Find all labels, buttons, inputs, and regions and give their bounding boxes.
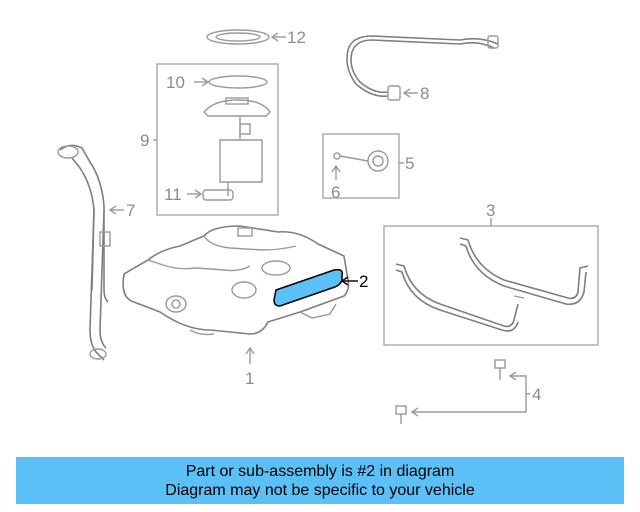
callout-4: 4 (532, 385, 541, 404)
part-9-fuel-pump-module: 9 10 11 (140, 63, 279, 216)
callout-6: 6 (331, 183, 340, 202)
part-1-fuel-tank: 1 (122, 225, 350, 388)
callout-9: 9 (140, 131, 149, 150)
callout-11: 11 (164, 185, 182, 204)
part-12-seal-ring: 12 (206, 28, 306, 47)
part-4-bolts: 4 (395, 359, 541, 424)
banner-line-1: Part or sub-assembly is #2 in diagram (185, 463, 455, 480)
info-banner: Part or sub-assembly is #2 in diagram Di… (16, 457, 624, 504)
part-5-6-assembly: 5 6 (322, 133, 414, 202)
part-7-filler-neck: 7 (57, 144, 135, 361)
callout-5: 5 (405, 154, 414, 173)
callout-2: 2 (359, 272, 368, 291)
part-3-tank-straps: 3 (383, 201, 599, 346)
callout-8: 8 (420, 84, 429, 103)
callout-1: 1 (245, 369, 254, 388)
banner-line-2: Diagram may not be specific to your vehi… (165, 482, 475, 499)
callout-10: 10 (166, 73, 185, 92)
callout-12: 12 (287, 28, 306, 47)
callout-7: 7 (126, 201, 135, 220)
part-2-tank-pad: 2 (273, 268, 368, 307)
part-2-highlight (273, 268, 344, 307)
part-8-fuel-line: 8 (346, 35, 499, 103)
callout-3: 3 (486, 201, 495, 220)
